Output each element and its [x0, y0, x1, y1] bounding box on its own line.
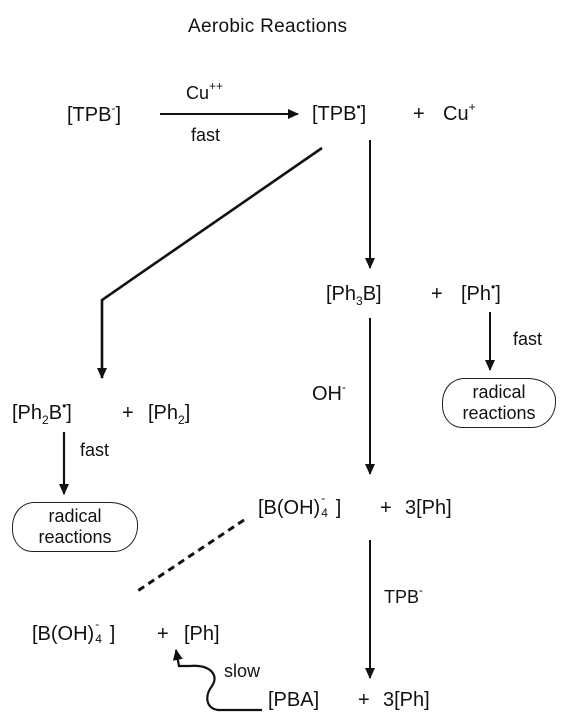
species-tpb-radical: [TPB•]: [312, 100, 367, 125]
plus-sign: +: [380, 497, 392, 519]
label-fast-top: fast: [191, 125, 221, 145]
species-ph2: [Ph2]: [148, 402, 191, 427]
species-ph2b-radical: [Ph2B•]: [12, 399, 72, 427]
label-fast-left: fast: [80, 440, 110, 460]
arrow-slow: [172, 649, 262, 712]
plus-sign: +: [157, 623, 169, 645]
cloud-text-line: radical: [472, 382, 526, 402]
cloud-text-line: reactions: [462, 403, 536, 423]
label-slow: slow: [224, 661, 261, 681]
plus-sign: +: [413, 103, 425, 125]
dashed-link: [135, 518, 245, 594]
species-boh4-bottom: [B(OH)-4 ]: [32, 617, 116, 646]
radical-reactions-cloud-right: radical reactions: [442, 378, 556, 428]
species-ph: [Ph]: [184, 623, 220, 645]
diagram-title: Aerobic Reactions: [188, 16, 348, 37]
arrow-tpb-to-ph2b: [97, 146, 323, 379]
radical-reactions-cloud-left: radical reactions: [12, 502, 138, 552]
cloud-text-line: radical: [48, 506, 102, 526]
species-three-ph: 3[Ph]: [405, 497, 452, 519]
plus-sign: +: [431, 283, 443, 305]
label-fast-right: fast: [513, 329, 543, 349]
reagent-cu2: Cu++: [186, 79, 224, 103]
plus-sign: +: [122, 402, 134, 424]
species-boh4: [B(OH)-4 ]: [258, 491, 342, 520]
species-ph-radical: [Ph•]: [461, 280, 501, 305]
reagent-oh: OH-: [312, 380, 346, 405]
species-tpb-anion: [TPB-]: [67, 101, 122, 126]
species-three-ph-bottom: 3[Ph]: [383, 689, 430, 711]
plus-sign: +: [358, 689, 370, 711]
species-ph3b: [Ph3B]: [326, 283, 382, 308]
species-pba: [PBA]: [268, 689, 320, 711]
reagent-tpb: TPB-: [384, 583, 424, 607]
species-cu-plus: Cu+: [443, 100, 476, 125]
cloud-text-line: reactions: [38, 527, 112, 547]
